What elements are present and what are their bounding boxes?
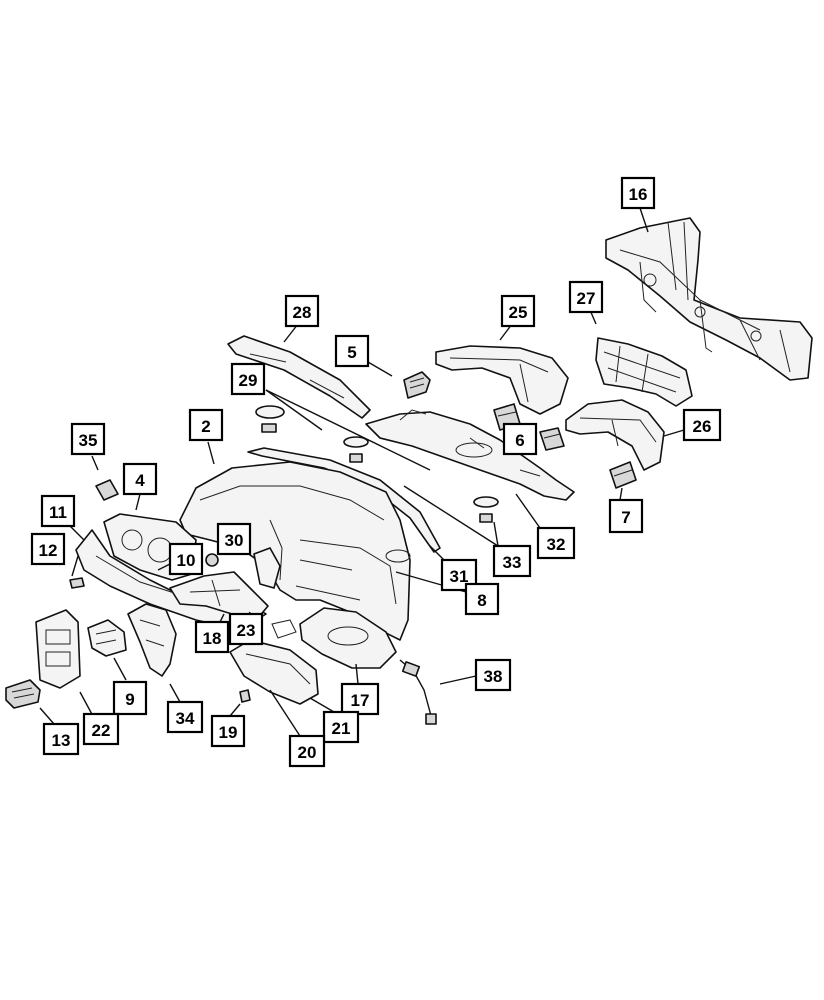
- part-30-knob: [205, 553, 219, 567]
- callout-19: 19: [210, 714, 246, 748]
- part-9-switch-module: [87, 619, 127, 657]
- callout-6: 6: [502, 422, 538, 456]
- callout-31-label: 31: [450, 567, 469, 586]
- callout-33: 33: [492, 544, 532, 578]
- callout-11-label: 11: [49, 503, 67, 522]
- callout-5: 5: [334, 334, 370, 368]
- callout-26-label: 26: [693, 417, 712, 436]
- callout-11: 11: [40, 494, 76, 528]
- callout-27-label: 27: [577, 289, 596, 308]
- callout-20-label: 20: [298, 743, 317, 762]
- part-18-center-bracket: [169, 571, 269, 619]
- callout-13: 13: [42, 722, 80, 756]
- part-12-clip: [69, 577, 85, 589]
- callout-30: 30: [216, 522, 252, 556]
- callout-4-label: 4: [135, 471, 145, 490]
- part-7-air-outlet: [609, 461, 637, 489]
- callout-13-label: 13: [52, 731, 71, 750]
- part-17-glove-box: [271, 607, 397, 669]
- callout-35-label: 35: [79, 431, 98, 450]
- callout-12: 12: [30, 532, 66, 566]
- part-28-defroster-strip: [227, 335, 371, 419]
- callout-34-label: 34: [176, 709, 195, 728]
- callout-16-label: 16: [629, 185, 648, 204]
- callout-16: 16: [620, 176, 656, 210]
- callout-20: 20: [288, 734, 326, 768]
- callout-29: 29: [230, 362, 266, 396]
- part-26-right-vent-duct: [565, 399, 665, 471]
- part-38-connector: [399, 659, 437, 725]
- callout-32-label: 32: [547, 535, 566, 554]
- part-13-switch-bank: [5, 679, 41, 709]
- part-19-fastener: [239, 689, 251, 703]
- part-29-speakers: [255, 405, 499, 523]
- callout-26: 26: [682, 408, 722, 442]
- part-27-center-duct: [595, 337, 693, 407]
- callout-8: 8: [464, 582, 500, 616]
- callout-17-label: 17: [351, 691, 370, 710]
- callout-2: 2: [188, 408, 224, 442]
- callout-29-label: 29: [239, 371, 258, 390]
- callout-28: 28: [284, 294, 320, 328]
- callout-35: 35: [70, 422, 106, 456]
- callout-19-label: 19: [219, 723, 238, 742]
- part-25-vent-duct: [435, 345, 569, 415]
- part-22-center-bezel: [35, 609, 81, 689]
- callout-27: 27: [568, 280, 604, 314]
- callout-31: 31: [440, 558, 478, 592]
- callout-38-label: 38: [484, 667, 503, 686]
- callout-8-label: 8: [477, 591, 486, 610]
- part-5-air-outlet: [403, 371, 431, 399]
- callout-5-label: 5: [347, 343, 356, 362]
- callout-33-label: 33: [503, 553, 522, 572]
- callout-10: 10: [168, 542, 204, 576]
- callout-18: 18: [194, 620, 230, 654]
- callout-32: 32: [536, 526, 576, 560]
- callout-22: 22: [82, 712, 120, 746]
- callout-12-label: 12: [39, 541, 58, 560]
- callout-4: 4: [122, 462, 158, 496]
- callout-7: 7: [608, 498, 644, 534]
- callout-23-label: 23: [237, 621, 256, 640]
- callout-6-label: 6: [515, 431, 524, 450]
- part-32-top-cover: [365, 409, 575, 501]
- callout-18-label: 18: [203, 629, 222, 648]
- callout-7-label: 7: [621, 508, 630, 527]
- part-23-lower-center: [253, 547, 281, 589]
- callout-9-label: 9: [125, 690, 134, 709]
- part-35-switch: [95, 479, 119, 501]
- callout-25: 25: [500, 294, 536, 328]
- part-16-cross-car-beam: [605, 217, 813, 381]
- callout-23: 23: [228, 612, 264, 646]
- part-34-bracket: [127, 603, 177, 677]
- callout-21-label: 21: [332, 719, 351, 738]
- callout-34: 34: [166, 700, 204, 734]
- callout-2-label: 2: [201, 417, 210, 436]
- callout-30-label: 30: [225, 531, 244, 550]
- callout-38: 38: [474, 658, 512, 692]
- callout-28-label: 28: [293, 303, 312, 322]
- callout-9: 9: [112, 680, 148, 716]
- callout-10-label: 10: [177, 551, 196, 570]
- callout-17: 17: [340, 682, 380, 716]
- callout-21: 21: [322, 710, 360, 744]
- callout-22-label: 22: [92, 721, 111, 740]
- part-20-glove-box-bin: [229, 639, 319, 705]
- callout-25-label: 25: [509, 303, 528, 322]
